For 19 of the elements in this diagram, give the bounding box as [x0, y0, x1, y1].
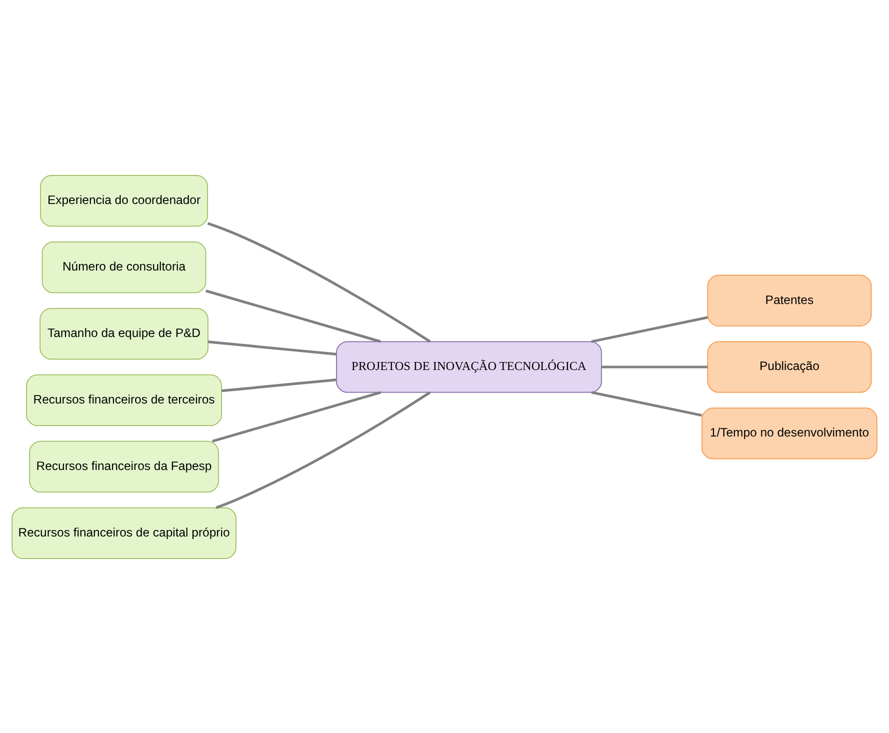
connector [208, 340, 336, 356]
node-box: Número de consultoria [42, 241, 206, 293]
connector [591, 390, 702, 416]
connector [602, 365, 708, 368]
node-box: Recursos financeiros da Fapesp [29, 440, 219, 492]
connector [205, 289, 381, 342]
connector [216, 390, 431, 508]
node-box: PROJETOS DE INOVAÇÃO TECNOLÓGICA [336, 340, 602, 392]
node-box: 1/Tempo no desenvolvimento [702, 407, 878, 459]
connector [591, 316, 708, 342]
node-box: Tamanho da equipe de P&D [40, 307, 208, 360]
node-box: Publicação [707, 340, 872, 392]
connector [212, 390, 382, 442]
node-box: Recursos financeiros de capital próprio [12, 506, 236, 558]
node-box: Recursos financeiros de terceiros [26, 374, 222, 426]
node-box: Patentes [707, 274, 872, 326]
connector [222, 378, 336, 392]
node-box: Experiencia do coordenador [40, 174, 208, 226]
connector [207, 222, 431, 342]
